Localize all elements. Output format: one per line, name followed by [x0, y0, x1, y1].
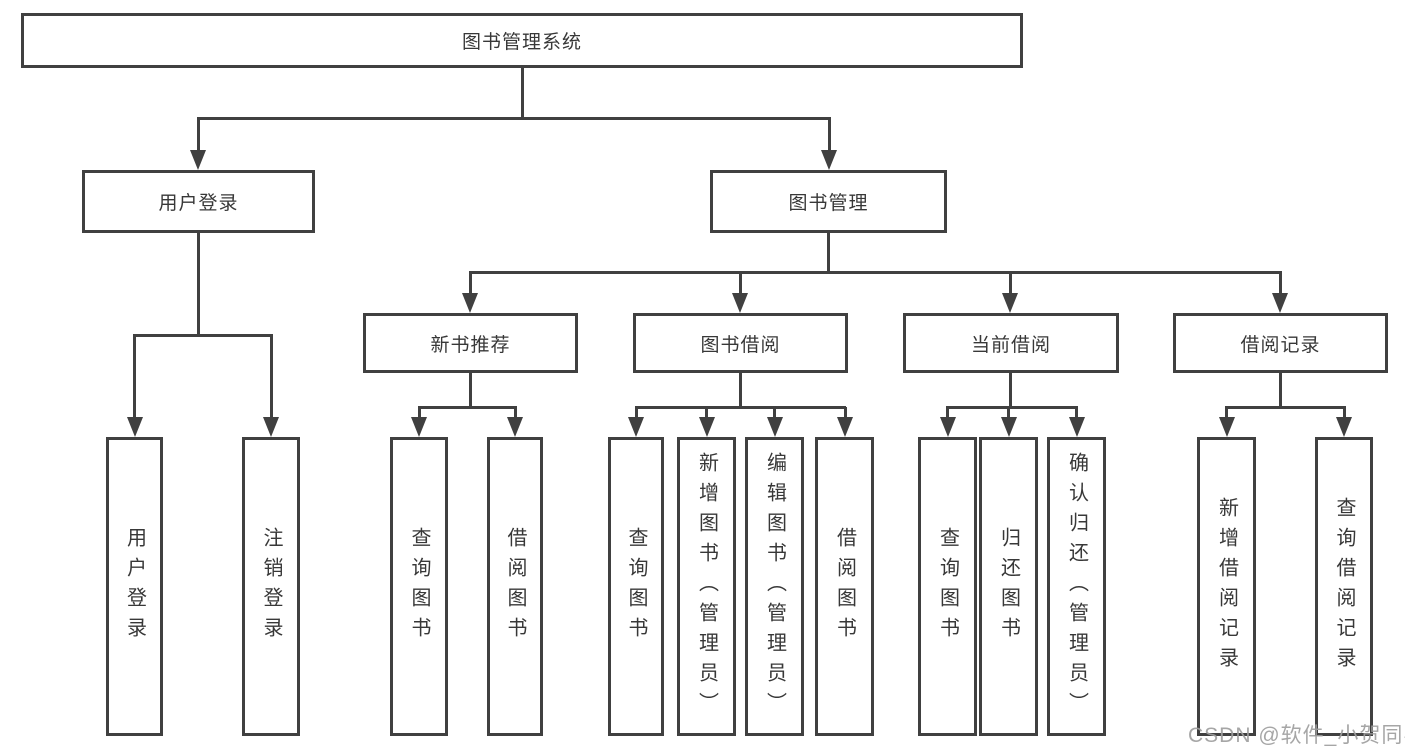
connector-arrow-stem	[946, 407, 949, 419]
leaf-search-book-borrow: 查询图书	[608, 437, 664, 736]
arrowhead-icon	[263, 417, 279, 437]
leaf-search-book-recommend: 查询图书	[390, 437, 448, 736]
node-current-borrow: 当前借阅	[903, 313, 1119, 373]
connector-arrow-stem	[1007, 407, 1010, 419]
arrowhead-icon	[628, 417, 644, 437]
leaf-logout: 注销登录	[242, 437, 300, 736]
arrowhead-icon	[1002, 293, 1018, 313]
connector-stem	[1278, 373, 1282, 409]
arrowhead-icon	[1218, 417, 1235, 437]
leaf-search-book-borrow-label: 查询图书	[625, 526, 647, 647]
connector-user-login-branch	[133, 333, 273, 337]
node-borrow-record-label: 借阅记录	[1240, 334, 1321, 356]
connector-root-branch	[196, 116, 831, 120]
node-book-management: 图书管理	[710, 170, 947, 233]
leaf-search-book-current-label: 查询图书	[936, 526, 959, 647]
connector-arrow-stem	[843, 407, 847, 419]
connector-arrow-stem	[1225, 407, 1228, 419]
leaf-search-borrow-record-label: 查询借阅记录	[1333, 496, 1355, 677]
connector-book-mgmt-branch	[468, 270, 1282, 274]
arrowhead-icon	[126, 417, 143, 437]
node-book-borrow-label: 图书借阅	[700, 334, 781, 356]
arrowhead-icon	[190, 150, 206, 170]
leaf-search-book-current: 查询图书	[918, 437, 977, 736]
leaf-borrow-book: 借阅图书	[815, 437, 874, 736]
leaf-edit-book-admin: 编辑图书（管理员）	[745, 437, 804, 736]
connector-branch	[946, 405, 1078, 409]
connector-arrow-stem	[1008, 272, 1012, 295]
arrowhead-icon	[462, 293, 478, 313]
leaf-add-book-admin-label: 新增图书（管理员）	[695, 451, 718, 722]
connector-branch	[634, 405, 846, 409]
connector-arrow-stem	[1278, 272, 1282, 295]
arrowhead-icon	[1068, 417, 1085, 437]
node-book-management-label: 图书管理	[788, 193, 869, 214]
arrowhead-icon	[837, 417, 853, 437]
arrowhead-icon	[1336, 417, 1352, 437]
connector-arrow-stem	[1342, 407, 1346, 419]
leaf-add-borrow-record: 新增借阅记录	[1197, 437, 1256, 736]
leaf-confirm-return-admin: 确认归还（管理员）	[1047, 437, 1106, 736]
connector-arrow-stem	[705, 407, 708, 419]
arrowhead-icon	[1272, 293, 1288, 313]
connector-arrow-stem	[468, 272, 472, 295]
node-user-login-label: 用户登录	[158, 193, 239, 214]
node-borrow-record: 借阅记录	[1173, 313, 1388, 373]
connector-stem	[1008, 373, 1012, 409]
leaf-add-book-admin: 新增图书（管理员）	[677, 437, 736, 736]
connector-arrow-stem	[196, 118, 200, 152]
arrowhead-icon	[411, 417, 427, 437]
connector-root-stem	[520, 68, 524, 118]
arrowhead-icon	[821, 150, 837, 170]
leaf-add-borrow-record-label: 新增借阅记录	[1215, 496, 1238, 677]
node-new-book-recommend: 新书推荐	[363, 313, 578, 373]
connector-arrow-stem	[773, 407, 776, 419]
node-current-borrow-label: 当前借阅	[970, 334, 1051, 356]
leaf-edit-book-admin-label: 编辑图书（管理员）	[763, 451, 786, 722]
connector-arrow-stem	[417, 407, 421, 419]
node-book-borrow: 图书借阅	[633, 313, 848, 373]
leaf-search-borrow-record: 查询借阅记录	[1315, 437, 1373, 736]
watermark-text: CSDN @软件_小贺同学	[1188, 724, 1405, 747]
leaf-search-book-recommend-label: 查询图书	[408, 526, 430, 647]
connector-user-login-stem	[196, 233, 200, 337]
arrowhead-icon	[939, 417, 956, 437]
leaf-user-login: 用户登录	[106, 437, 163, 736]
leaf-borrow-book-recommend-label: 借阅图书	[504, 526, 526, 647]
arrowhead-icon	[698, 417, 715, 437]
leaf-return-book-label: 归还图书	[997, 526, 1020, 647]
node-root: 图书管理系统	[21, 13, 1023, 68]
connector-arrow-stem	[738, 272, 742, 295]
connector-arrow-stem	[513, 407, 517, 419]
leaf-logout-label: 注销登录	[260, 526, 282, 647]
connector-book-mgmt-stem	[826, 233, 830, 273]
connector-arrow-stem	[133, 335, 136, 419]
connector-arrow-stem	[827, 118, 831, 152]
node-new-book-recommend-label: 新书推荐	[430, 334, 511, 356]
leaf-borrow-book-label: 借阅图书	[833, 526, 856, 647]
leaf-confirm-return-admin-label: 确认归还（管理员）	[1065, 451, 1088, 722]
node-root-label: 图书管理系统	[461, 32, 582, 53]
arrowhead-icon	[507, 417, 523, 437]
connector-arrow-stem	[269, 335, 273, 419]
connector-stem	[468, 373, 472, 409]
connector-arrow-stem	[1075, 407, 1078, 419]
node-user-login: 用户登录	[82, 170, 315, 233]
connector-stem	[738, 373, 742, 409]
connector-arrow-stem	[634, 407, 638, 419]
arrowhead-icon	[766, 417, 783, 437]
arrowhead-icon	[1000, 417, 1017, 437]
connector-branch	[417, 405, 517, 409]
connector-branch	[1225, 405, 1346, 409]
arrowhead-icon	[732, 293, 748, 313]
leaf-borrow-book-recommend: 借阅图书	[487, 437, 543, 736]
leaf-user-login-label: 用户登录	[123, 526, 146, 647]
leaf-return-book: 归还图书	[979, 437, 1038, 736]
